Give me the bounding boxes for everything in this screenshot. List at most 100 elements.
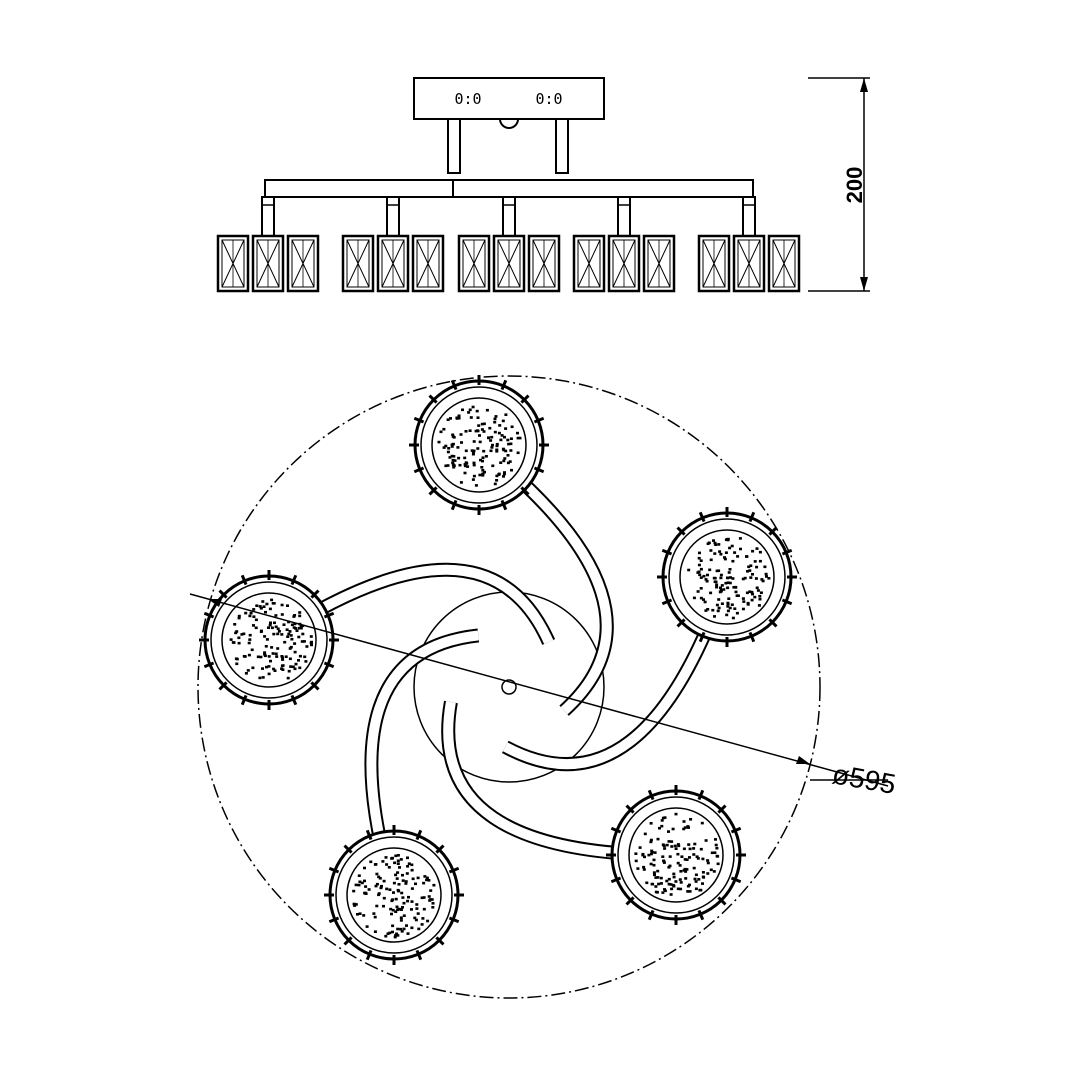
diffuser-speckle [503,457,507,460]
diffuser-speckle [701,857,705,861]
diffuser-speckle [242,632,246,636]
diffuser-speckle [724,551,728,555]
diffuser-speckle [687,568,691,572]
diffuser-speckle [246,669,250,672]
diffuser-speckle [719,573,723,577]
diffuser-speckle [672,872,676,876]
diffuser-speckle [280,633,284,636]
diffuser-speckle [413,916,417,920]
diffuser-speckle [386,932,390,936]
diffuser-speckle [643,855,646,859]
diffuser-speckle [504,449,508,453]
diffuser-speckle [463,456,467,460]
diffuser-speckle [291,665,295,669]
diffuser-speckle [406,865,410,868]
diffuser-speckle [676,887,680,891]
diffuser-speckle [354,883,358,887]
diffuser-speckle [716,862,720,866]
rim-crystal-tab [448,866,460,874]
diffuser-speckle [702,598,705,601]
diffuser-speckle [649,838,653,842]
diffuser-speckle [432,883,436,887]
diffuser-speckle [494,415,498,418]
diffuser-speckle [402,914,406,918]
diffuser-speckle [261,667,264,670]
head-second-ring [210,581,328,699]
diffuser-speckle [719,586,722,590]
rim-crystal-tab [647,789,655,801]
rim-crystal-tab [661,548,673,556]
diffuser-speckle [293,642,297,645]
rim-crystal-tab [428,486,438,496]
diffuser-speckle [733,551,737,554]
diffuser-speckle [425,876,429,880]
diffuser-speckle [259,630,263,634]
diffuser-speckle [237,614,241,618]
diffuser-speckle [234,657,238,661]
diffuser-speckle [407,862,411,866]
diffuser-speckle [759,591,763,595]
diffuser-speckle [243,655,247,658]
diffuser-speckle [265,665,268,669]
diffuser-speckle [289,665,293,668]
diffuser-speckle [297,635,301,639]
diffuser-speckle [498,424,502,427]
diffuser-speckle [263,654,267,658]
diffuser-speckle [422,881,426,885]
rim-crystal-tab [290,574,298,586]
diffuser-speckle [384,934,388,938]
diffuser-speckle [661,891,665,894]
diffuser-speckle [248,614,252,618]
diffuser-speckle [282,623,286,627]
rim-crystal-tab [533,416,545,424]
light-head-3 [199,570,339,710]
rim-crystal-tab [768,618,778,628]
crystal-prism-1 [572,234,606,293]
diffuser-speckle [765,575,768,578]
diffuser-speckle [382,904,385,908]
diffuser-speckle [235,662,239,666]
diffuser-speckle [741,597,745,600]
diffuser-speckle [481,456,485,459]
diffuser-speckle [468,429,472,432]
diffuser-speckle [645,881,649,885]
diffuser-speckle [714,838,717,841]
diffuser-speckle [425,878,429,882]
diffuser-speckle [669,883,673,886]
rim-crystal-tab [413,466,425,474]
diffuser-speckle [294,627,298,630]
diffuser-speckle [446,450,450,454]
diffuser-speckle [499,438,503,442]
diffuser-speckle [237,636,241,640]
diffuser-speckle [265,638,269,641]
diffuser-speckle [414,882,417,886]
diffuser-speckle [400,891,404,895]
diffuser-speckle [763,565,767,569]
diffuser-speckle [654,876,658,879]
diffuser-speckle [661,843,665,847]
diffuser-speckle [298,654,302,658]
rim-crystal-tab [647,909,655,921]
diffuser-speckle [410,868,414,872]
diffuser-speckle [728,546,732,550]
diffuser-speckle [727,571,731,574]
diffuser-speckle [509,449,513,452]
diffuser-speckle [704,578,708,581]
diffuser-speckle [244,672,248,675]
crystal-prism-1 [697,234,731,293]
diffuser-speckle [634,852,638,856]
diffuser-speckle [406,899,410,903]
diffuser-speckle [407,895,410,899]
diffuser-speckle [656,837,660,841]
diffuser-speckle [390,912,393,916]
diffuser-speckle [276,647,280,650]
diffuser-speckle [653,851,657,854]
diffuser-speckle [717,543,721,546]
diffuser-speckle [280,613,284,616]
diffuser-speckle [653,873,656,877]
diffuser-speckle [269,621,272,625]
diffuser-speckle [404,882,408,885]
diffuser-speckle [693,877,697,881]
diffuser-speckle [720,584,724,587]
diffuser-speckle [510,425,514,429]
